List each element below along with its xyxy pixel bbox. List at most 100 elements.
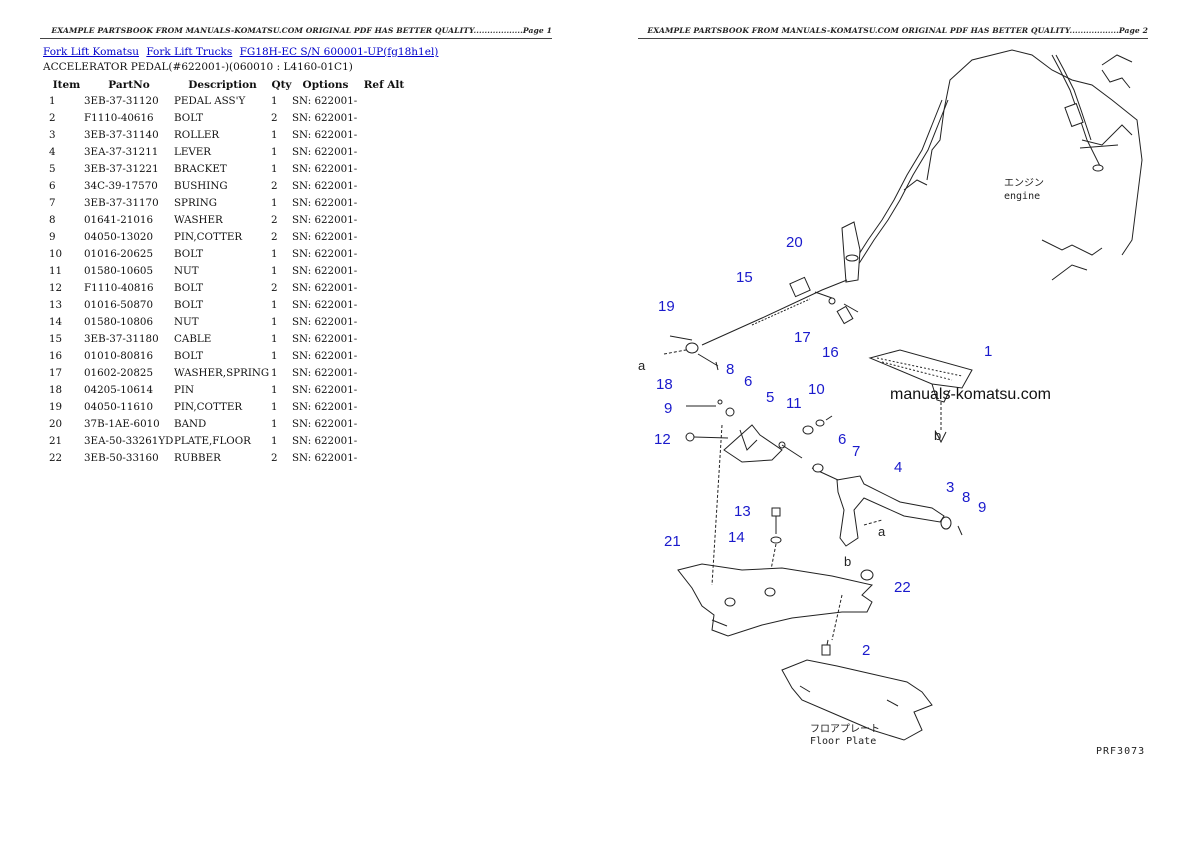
column-header-item: Item — [52, 78, 81, 91]
bolt-13 — [767, 507, 782, 586]
cell-options: SN: 622001- — [292, 315, 358, 328]
cell-partno: 01580-10605 — [84, 264, 153, 277]
page-header-right: EXAMPLE PARTSBOOK FROM MANUALS-KOMATSU.C… — [638, 26, 1148, 39]
accelerator-cable — [846, 99, 949, 273]
cell-qty: 1 — [271, 247, 278, 260]
cell-options: SN: 622001- — [292, 213, 358, 226]
cell-description: PIN — [174, 383, 195, 396]
column-header-options: Options — [302, 78, 349, 91]
cell-qty: 1 — [271, 417, 278, 430]
cell-partno: 3EA-37-31211 — [84, 145, 159, 158]
page-title: ACCELERATOR PEDAL(#622001-)(060010 : L41… — [43, 61, 353, 73]
watermark: manuals-komatsu.com — [890, 386, 1051, 403]
cell-qty: 2 — [271, 179, 278, 192]
cell-description: BRACKET — [174, 162, 227, 175]
cell-description: BAND — [174, 417, 207, 430]
cell-ref-alt — [359, 194, 409, 211]
callout-18: 18 — [656, 376, 673, 393]
cell-options: SN: 622001- — [292, 383, 358, 396]
cell-item: 8 — [49, 213, 56, 226]
cell-ref-alt — [359, 432, 409, 449]
cell-qty: 1 — [271, 298, 278, 311]
cell-ref-alt — [359, 92, 409, 109]
cell-ref-alt — [359, 126, 409, 143]
callout-17: 17 — [794, 329, 811, 346]
floor-label-jp: フロアプレート — [810, 723, 880, 735]
cell-ref-alt — [359, 347, 409, 364]
callout-13: 13 — [734, 503, 751, 520]
cell-description: BOLT — [174, 281, 204, 294]
cell-qty: 2 — [271, 230, 278, 243]
cell-options: SN: 622001- — [292, 94, 358, 107]
page-header-left: EXAMPLE PARTSBOOK FROM MANUALS-KOMATSU.C… — [40, 26, 552, 39]
cell-options: SN: 622001- — [292, 128, 358, 141]
cell-ref-alt — [359, 143, 409, 160]
cell-options: SN: 622001- — [292, 417, 358, 430]
cell-partno: 34C-39-17570 — [84, 179, 158, 192]
cell-qty: 2 — [271, 281, 278, 294]
cell-item: 19 — [49, 400, 63, 413]
callout-numbers: 1 2 3 4 5 6 6 7 8 8 9 9 10 11 12 13 14 1… — [654, 234, 992, 659]
cell-options: SN: 622001- — [292, 349, 358, 362]
cell-qty: 2 — [271, 213, 278, 226]
breadcrumb-link-fork-lift-trucks[interactable]: Fork Lift Trucks — [146, 46, 233, 58]
cell-qty: 1 — [271, 332, 278, 345]
callout-8b: 8 — [962, 489, 970, 506]
cell-item: 13 — [49, 298, 63, 311]
floor-plate-lower — [781, 659, 933, 741]
breadcrumb-link-fork-lift-komatsu[interactable]: Fork Lift Komatsu — [43, 46, 139, 58]
cell-partno: 01010-80816 — [84, 349, 153, 362]
callout-20: 20 — [786, 234, 803, 251]
callout-7: 7 — [852, 443, 860, 460]
cell-description: WASHER — [174, 213, 223, 226]
cell-description: BOLT — [174, 111, 204, 124]
floor-plate — [677, 424, 874, 656]
callout-3: 3 — [946, 479, 954, 496]
cell-description: BOLT — [174, 349, 204, 362]
cell-description: SPRING — [174, 196, 218, 209]
cell-options: SN: 622001- — [292, 196, 358, 209]
cell-options: SN: 622001- — [292, 400, 358, 413]
cell-qty: 1 — [271, 349, 278, 362]
letter-a-left: a — [638, 358, 646, 373]
breadcrumb-link-model[interactable]: FG18H-EC S/N 600001-UP(fg18h1el) — [239, 46, 439, 58]
column-header-description: Description — [188, 78, 257, 91]
callout-9a: 9 — [664, 400, 672, 417]
cell-qty: 1 — [271, 366, 278, 379]
cell-description: BOLT — [174, 298, 204, 311]
column-header-qty: Qty — [271, 78, 292, 91]
cell-partno: 04050-11610 — [84, 400, 153, 413]
engine-outline — [903, 49, 1143, 281]
cell-item: 5 — [49, 162, 56, 175]
callout-6b: 6 — [838, 431, 846, 448]
cell-qty: 1 — [271, 94, 278, 107]
callout-4: 4 — [894, 459, 902, 476]
cell-qty: 1 — [271, 264, 278, 277]
cell-options: SN: 622001- — [292, 230, 358, 243]
cell-ref-alt — [359, 228, 409, 245]
cell-description: PEDAL ASS'Y — [174, 94, 246, 107]
drawing-code: PRF3073 — [1096, 746, 1145, 757]
cell-options: SN: 622001- — [292, 145, 358, 158]
cell-partno: 04050-13020 — [84, 230, 153, 243]
cell-partno: 3EB-50-33160 — [84, 451, 159, 464]
cell-item: 10 — [49, 247, 63, 260]
cell-partno: 01016-20625 — [84, 247, 153, 260]
cell-options: SN: 622001- — [292, 162, 358, 175]
cell-qty: 1 — [271, 315, 278, 328]
cable-15 — [701, 276, 859, 346]
cell-options: SN: 622001- — [292, 451, 358, 464]
cell-description: ROLLER — [174, 128, 220, 141]
cell-partno: 04205-10614 — [84, 383, 153, 396]
cell-ref-alt — [359, 109, 409, 126]
